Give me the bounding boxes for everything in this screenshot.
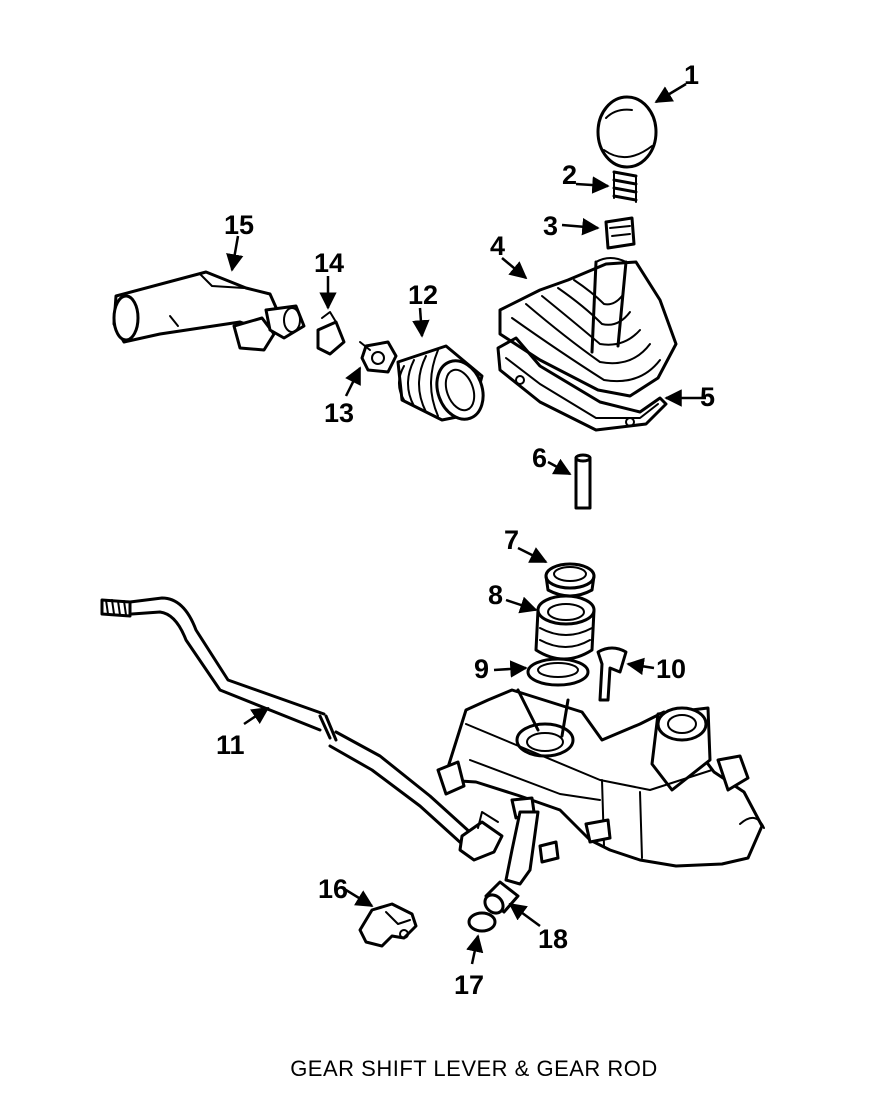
callout-13: 13 xyxy=(324,398,354,428)
callout-7: 7 xyxy=(504,525,519,555)
callout-15: 15 xyxy=(224,210,254,240)
boot-retainer xyxy=(496,336,668,432)
callout-2: 2 xyxy=(562,160,577,190)
ball-socket xyxy=(534,594,596,661)
callout-14: 14 xyxy=(314,248,344,278)
callout-17: 17 xyxy=(454,970,484,1000)
lever-bushing xyxy=(604,216,636,250)
callout-4: 4 xyxy=(490,231,505,261)
leader-arrows xyxy=(226,82,706,965)
pin xyxy=(574,453,592,510)
spring xyxy=(612,170,638,203)
bracket-clip xyxy=(358,902,418,948)
callout-18: 18 xyxy=(538,924,568,954)
pin-18 xyxy=(483,880,520,915)
shift-housing xyxy=(436,688,765,886)
clip xyxy=(316,311,346,356)
callout-11: 11 xyxy=(216,730,245,760)
callout-9: 9 xyxy=(474,654,489,684)
diagram-caption: GEAR SHIFT LEVER & GEAR ROD xyxy=(290,1056,658,1081)
retaining-ring xyxy=(544,562,596,598)
callout-5: 5 xyxy=(700,382,715,412)
washer xyxy=(526,657,590,687)
shift-knob xyxy=(596,95,658,169)
callout-12: 12 xyxy=(408,280,438,310)
boot-clamp xyxy=(359,340,398,374)
plug xyxy=(467,911,497,933)
shift-lever-joint xyxy=(112,270,306,352)
dust-boot-bellows xyxy=(396,344,485,422)
callout-1: 1 xyxy=(684,60,699,90)
gear-shift-rod xyxy=(100,596,504,862)
shift-boot xyxy=(498,257,678,398)
callout-10: 10 xyxy=(656,654,686,684)
callout-8: 8 xyxy=(488,580,503,610)
callout-6: 6 xyxy=(532,443,547,473)
callout-3: 3 xyxy=(543,211,558,241)
spring-clip xyxy=(596,646,628,702)
callout-labels: 1 2 3 4 5 6 7 8 9 10 11 12 13 14 15 16 1… xyxy=(216,60,715,1000)
callout-16: 16 xyxy=(318,874,348,904)
